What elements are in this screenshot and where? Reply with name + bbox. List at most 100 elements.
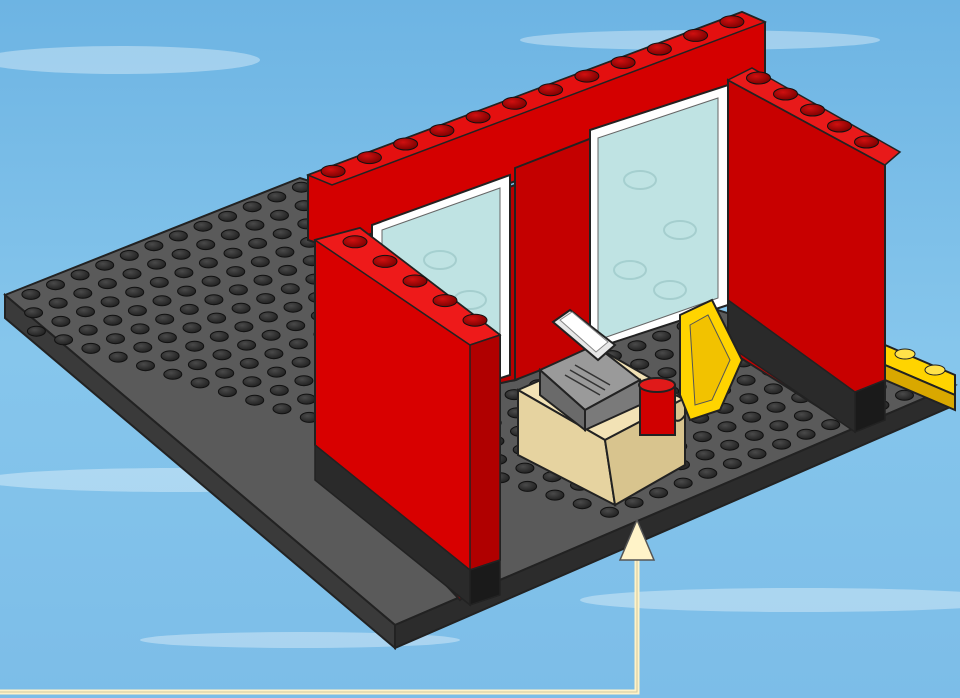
stud — [22, 289, 40, 299]
stud — [205, 295, 223, 305]
stud — [737, 375, 755, 385]
stud — [213, 350, 231, 360]
stud — [172, 249, 190, 259]
stud — [199, 258, 217, 268]
stud — [281, 284, 299, 294]
stud — [628, 341, 646, 351]
stud — [273, 404, 291, 414]
stud — [158, 333, 176, 343]
wall-stud — [343, 236, 367, 248]
wall-stud — [855, 136, 879, 148]
stud — [96, 260, 114, 270]
stud — [126, 287, 144, 297]
stud — [79, 325, 97, 335]
stud — [794, 411, 812, 421]
stud — [175, 268, 193, 278]
stud — [295, 376, 313, 386]
stud — [721, 440, 739, 450]
stud — [202, 276, 220, 286]
stud — [276, 247, 294, 257]
stud — [246, 220, 264, 230]
stud — [699, 468, 717, 478]
wall-stud — [801, 104, 825, 116]
stud — [191, 378, 209, 388]
stud — [128, 306, 146, 316]
stud — [194, 221, 212, 231]
stud — [743, 412, 761, 422]
stud — [27, 326, 45, 336]
stud — [148, 259, 166, 269]
stud — [259, 312, 277, 322]
stud — [164, 369, 182, 379]
stud — [243, 377, 261, 387]
wall-stud — [321, 165, 345, 177]
stud — [284, 302, 302, 312]
stud — [219, 211, 237, 221]
wall-stud — [463, 314, 487, 326]
stud — [210, 331, 228, 341]
wall-stud — [394, 138, 418, 150]
stud — [674, 478, 692, 488]
stud — [25, 308, 43, 318]
stud — [723, 459, 741, 469]
stud — [186, 341, 204, 351]
stud — [740, 394, 758, 404]
wall-stud — [403, 275, 427, 287]
stud — [180, 304, 198, 314]
stud — [270, 385, 288, 395]
stud — [197, 240, 215, 250]
stud — [183, 323, 201, 333]
stud — [104, 315, 122, 325]
stud — [601, 507, 619, 517]
stud — [208, 313, 226, 323]
wall-stud — [720, 16, 744, 28]
stud — [101, 297, 119, 307]
stud — [292, 357, 310, 367]
stud — [650, 488, 668, 498]
stud — [221, 230, 239, 240]
stud — [107, 334, 125, 344]
stud — [82, 343, 100, 353]
stud — [218, 387, 236, 397]
stud — [519, 481, 537, 491]
stud — [224, 248, 242, 258]
stud — [134, 342, 152, 352]
stud — [153, 296, 171, 306]
wall-stud — [373, 255, 397, 267]
stud — [271, 210, 289, 220]
wall-stud — [430, 125, 454, 137]
stud — [262, 330, 280, 340]
wall-stud — [433, 295, 457, 307]
stud — [240, 358, 258, 368]
stud — [232, 303, 250, 313]
stud — [257, 294, 275, 304]
stud — [47, 280, 65, 290]
stud — [658, 368, 676, 378]
wall-stud — [466, 111, 490, 123]
stud — [655, 349, 673, 359]
wall-stud — [828, 120, 852, 132]
wall-stud — [774, 88, 798, 100]
wall-stud — [611, 57, 635, 69]
stud — [77, 307, 95, 317]
stud — [251, 257, 269, 267]
stud — [120, 250, 138, 260]
stud — [298, 394, 316, 404]
stud — [748, 449, 766, 459]
wall-stud — [539, 84, 563, 96]
stud — [773, 439, 791, 449]
stud — [188, 360, 206, 370]
wall-stud — [357, 152, 381, 164]
stud — [745, 430, 763, 440]
stud — [764, 384, 782, 394]
stud — [265, 349, 283, 359]
stud — [145, 241, 163, 251]
stud — [74, 288, 92, 298]
stud — [161, 351, 179, 361]
stud — [573, 499, 591, 509]
stud — [254, 275, 272, 285]
stud — [178, 286, 196, 296]
stud — [516, 463, 534, 473]
wall-stud — [684, 29, 708, 41]
